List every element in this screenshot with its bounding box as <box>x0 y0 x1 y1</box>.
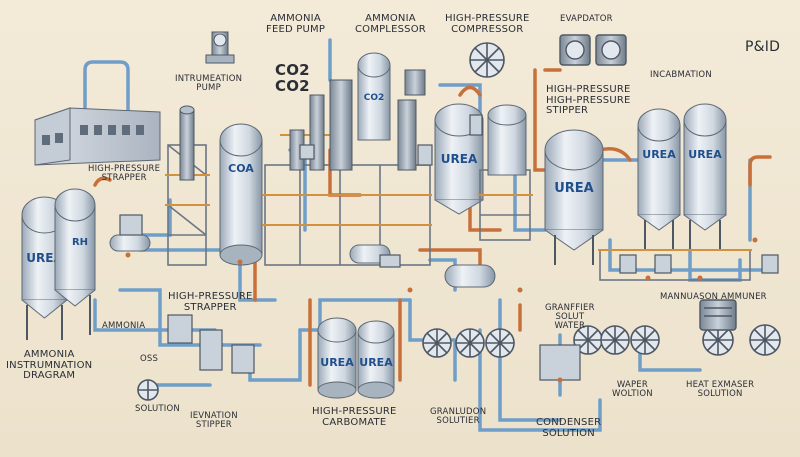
factory-building <box>34 107 161 166</box>
instrumentation-pump <box>205 31 235 64</box>
condenser-label: CONDENSER SOLUTION <box>536 417 602 439</box>
incabmation-label: INCABMATION <box>650 70 712 80</box>
granfier-label: GRANFFIER SOLUT WATER <box>545 303 595 331</box>
urea-bottom-tank-2: UREA <box>357 320 395 399</box>
evaporator-units <box>559 34 737 331</box>
co2-tank: COA <box>219 123 263 266</box>
solution-left-label: SOLUTION <box>135 404 180 414</box>
tank-label: UREA <box>26 251 63 265</box>
tank-label: UREA <box>320 356 354 369</box>
hp-stripper-left-label: HIGH-PRESSURE STRAPPER <box>88 164 161 183</box>
water-solution-label: WAPER WOLTION <box>612 380 653 399</box>
walkways <box>165 134 752 251</box>
urea-big-tank: UREA <box>544 129 604 265</box>
hp-carbomate-label: HIGH-PRESSURE CARBOMATE <box>312 406 397 428</box>
fan-icon <box>485 328 515 358</box>
tank-label: COA <box>228 162 254 175</box>
fan-icon <box>600 325 630 355</box>
urea-right-tank-2: UREA <box>683 103 727 250</box>
fan-icon <box>573 325 603 355</box>
horizontal-vessels <box>109 234 496 288</box>
ammonia-compressor-label: AMMONIA COMPLESSOR <box>355 13 426 35</box>
urea-right-tank-1: UREA <box>637 108 681 250</box>
tank-label: UREA <box>359 356 393 369</box>
stripper-bottom-label: IEVNATION STIPPER <box>190 411 238 430</box>
hp-stripper-mid-label: HIGH-PRESSURE STRAPPER <box>168 291 253 313</box>
tank-label: UREA <box>642 148 676 161</box>
instrumentation-pump-label: INTRUMEATION PUMP <box>175 74 243 93</box>
oss-label: OSS <box>140 354 159 364</box>
tank-label: UREA <box>554 181 594 196</box>
compressor-fan-icon <box>469 42 505 78</box>
urea-bottom-tank-1: UREA <box>317 317 357 399</box>
ammonia-diagram-label: AMMONIA INSTRUMNATION DRAGRAM <box>6 349 93 381</box>
rh-storage-tank-left: RH <box>54 188 96 335</box>
valves <box>119 114 779 381</box>
hp-stripper-vessel <box>487 104 527 176</box>
co2-label-b: CO2 <box>275 77 310 95</box>
tank-label: CO2 <box>364 93 385 103</box>
manufacture-label: MANNUASON AMMUNER <box>660 292 767 302</box>
granlution-label: GRANLUDON SOLUTIER <box>430 407 487 426</box>
heat-exchanger-label: HEAT EXMASER SOLUTION <box>686 380 755 399</box>
evaporator-label: EVAPDATOR <box>560 14 613 24</box>
co2-column: CO2 <box>357 52 391 141</box>
hp-stripper-right-label: HIGH-PRESSURE HIGH-PRESSURE STIPPER <box>546 84 631 116</box>
fan-icon <box>455 328 485 358</box>
ammonia-small-label: AMMONIA <box>102 321 146 331</box>
tank-label: UREA <box>688 148 722 161</box>
fan-icon <box>702 324 734 356</box>
co2-label-a: CO2 <box>275 61 310 79</box>
fan-units <box>137 42 781 401</box>
tank-label: RH <box>72 237 88 248</box>
stripper-column <box>179 105 195 181</box>
fan-icon <box>630 325 660 355</box>
diagram-title: P&ID <box>745 39 781 55</box>
valve-markers <box>125 237 758 383</box>
hp-compressor-label: HIGH-PRESSURE COMPRESSOR <box>445 13 530 35</box>
fan-icon <box>137 379 159 401</box>
ammonia-feed-pump-label: AMMONIA FEED PUMP <box>266 13 326 35</box>
fan-icon <box>749 324 781 356</box>
tank-label: UREA <box>441 152 478 166</box>
fan-icon <box>422 328 452 358</box>
